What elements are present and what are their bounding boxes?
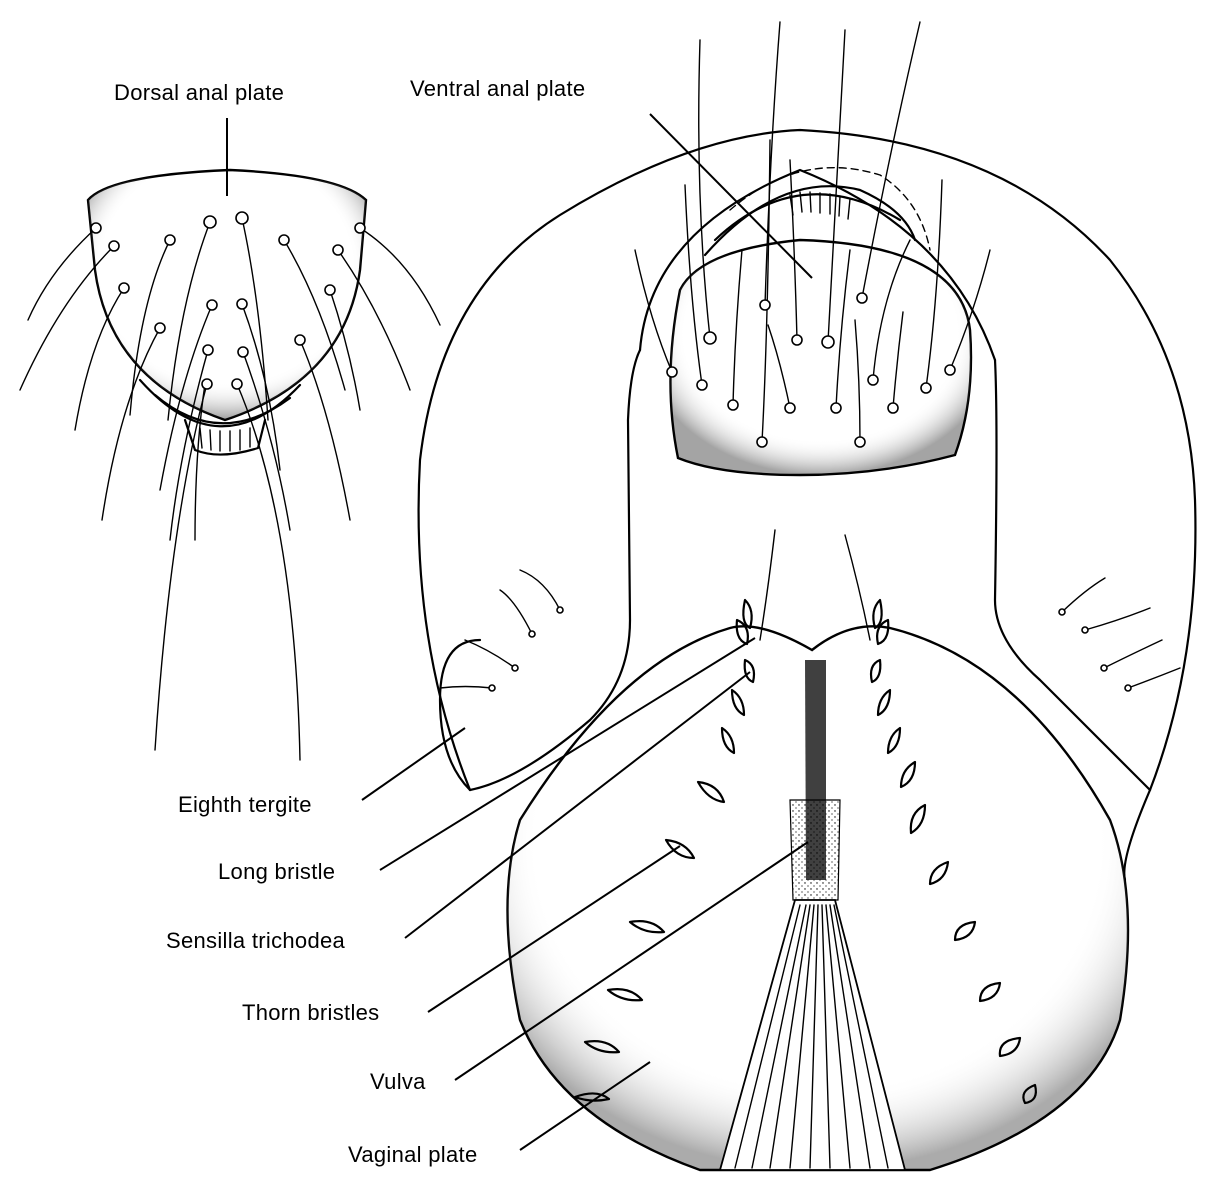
leader-vulva	[454, 841, 809, 1081]
label-long-bristle: Long bristle	[218, 859, 335, 884]
label-dorsal-anal-plate: Dorsal anal plate	[114, 80, 284, 105]
leader-long-bristle	[379, 637, 756, 871]
label-vaginal-plate: Vaginal plate	[348, 1142, 477, 1167]
eighth-tergite	[417, 128, 1197, 882]
leader-ventral-anal-plate	[649, 113, 813, 279]
vaginal-plate	[506, 529, 1130, 1172]
leader-thorn-bristles	[427, 845, 681, 1013]
leader-sensilla-trichodea	[404, 671, 751, 939]
dorsal-anal-plate	[19, 168, 441, 761]
leader-lines	[226, 113, 813, 1151]
label-vulva: Vulva	[370, 1069, 426, 1094]
labels: Dorsal anal plate Ventral anal plate Eig…	[114, 76, 585, 1167]
vulva	[718, 799, 907, 1171]
leader-eighth-tergite	[361, 727, 466, 801]
label-sensilla-trichodea: Sensilla trichodea	[166, 928, 346, 953]
label-eighth-tergite: Eighth tergite	[178, 792, 312, 817]
label-thorn-bristles: Thorn bristles	[242, 1000, 379, 1025]
ventral-anal-plate	[634, 21, 997, 477]
leader-vaginal-plate	[519, 1061, 651, 1151]
label-ventral-anal-plate: Ventral anal plate	[410, 76, 585, 101]
